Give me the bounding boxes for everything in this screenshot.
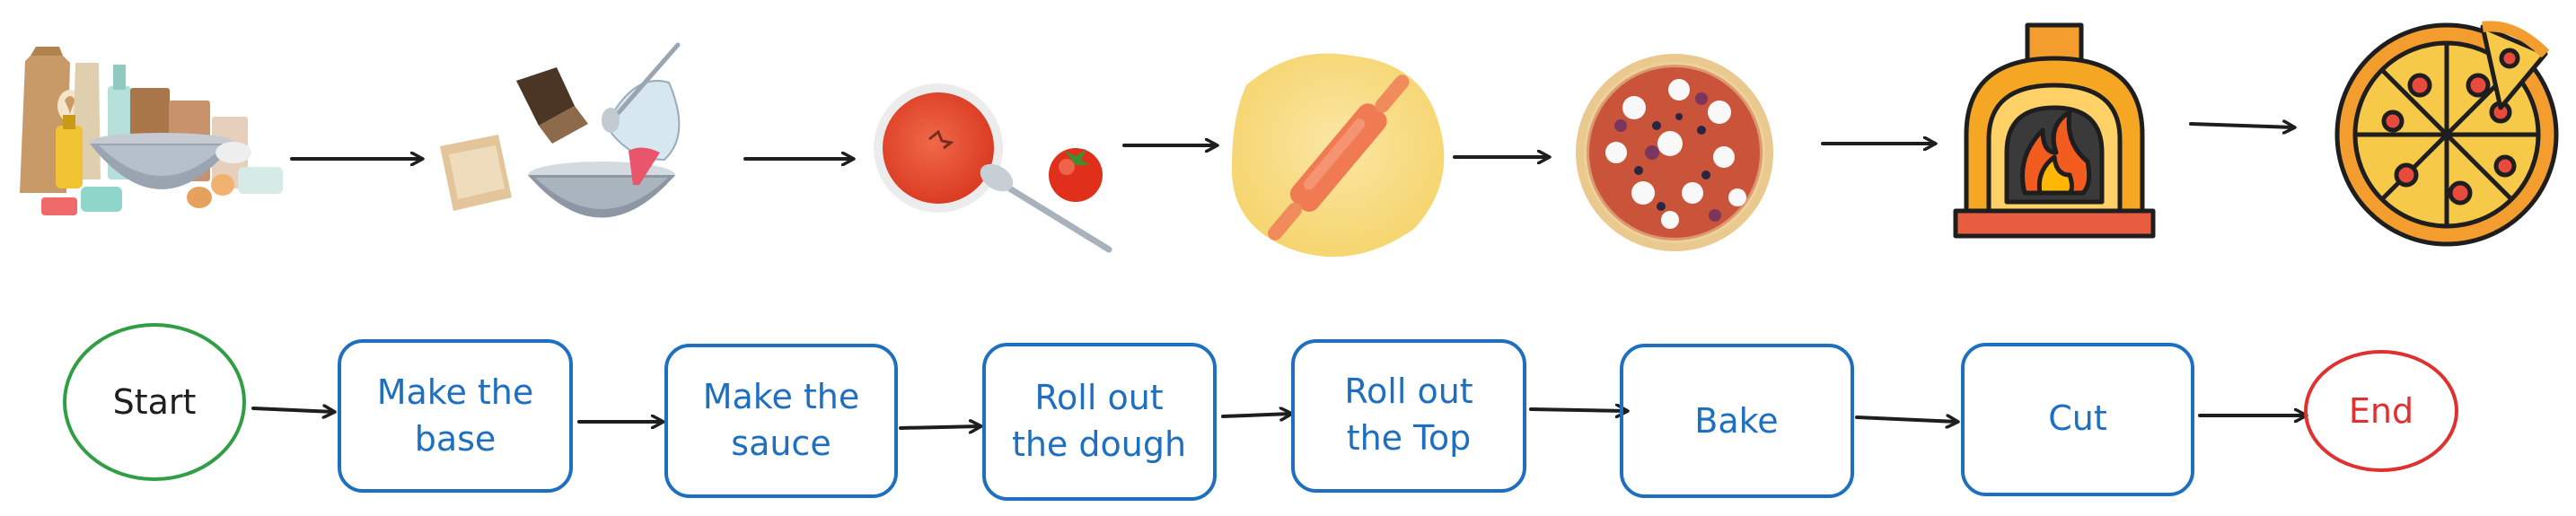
start-label: Start [113,382,197,422]
end-node: End [2304,350,2458,472]
ingredients-icon [20,47,283,215]
step-label-line-1: Roll out [1344,372,1473,411]
step-label-line-1: Cut [2048,398,2107,438]
step-label-line-1: Roll out [1034,378,1163,417]
step-label-line-1: Make the [703,377,860,416]
end-label: End [2349,391,2413,431]
step-label-line-1: Bake [1694,401,1778,441]
step-label-line-2: base [415,419,497,459]
step-label-line-2: sauce [731,424,831,463]
brick-oven-icon [1953,22,2156,239]
sliced-pizza-icon [2334,21,2559,247]
flow-arrow-4 [1221,414,1291,416]
step-roll-out-the-dough: Roll out the dough [982,343,1217,501]
step-bake: Bake [1620,344,1854,498]
step-label-line-1: Make the [377,372,534,412]
mixing-bowl-icon [440,42,681,218]
flow-arrow-3 [899,426,980,428]
rolling-pin-dough-icon [1231,53,1445,258]
flow-arrow-1 [251,408,334,412]
step-make-the-sauce: Make the sauce [664,344,898,498]
step-roll-out-the-top: Roll out the Top [1291,339,1526,493]
topped-pizza-icon [1576,54,1773,251]
step-label-line-2: the Top [1347,418,1472,458]
tomato-sauce-icon [874,83,1112,253]
top-arrow-6 [2189,124,2294,127]
step-label-line-2: the dough [1012,424,1186,464]
step-make-the-base: Make the base [338,339,573,493]
start-node: Start [63,323,246,481]
flow-arrow-6 [1855,417,1957,422]
flow-arrow-5 [1529,409,1627,411]
step-cut: Cut [1961,343,2194,496]
